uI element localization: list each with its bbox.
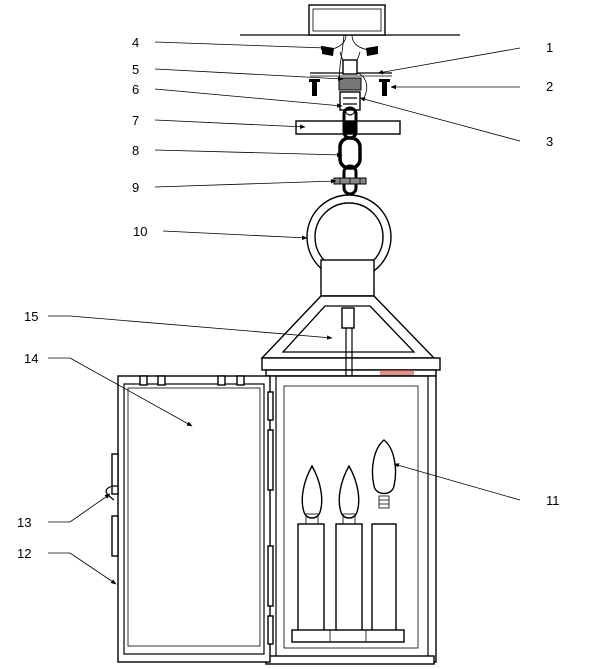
callout-6: 6 xyxy=(132,82,139,97)
callout-12: 12 xyxy=(17,546,31,561)
chain-collar xyxy=(333,177,367,185)
threaded-nipple-and-nut xyxy=(338,59,362,91)
mounting-screws xyxy=(309,79,390,96)
candle-sleeves xyxy=(291,523,405,643)
callout-9: 9 xyxy=(132,180,139,195)
callout-2: 2 xyxy=(546,79,553,94)
callout-3: 3 xyxy=(546,134,553,149)
callout-1: 1 xyxy=(546,40,553,55)
canopy xyxy=(295,120,401,135)
ceiling-junction-box xyxy=(240,4,460,36)
lantern-door-open xyxy=(105,375,274,663)
callout-15: 15 xyxy=(24,309,38,324)
leader-lines xyxy=(48,41,521,585)
callout-13: 13 xyxy=(17,515,31,530)
callout-4: 4 xyxy=(132,35,139,50)
callout-5: 5 xyxy=(132,62,139,77)
callout-14: 14 xyxy=(24,351,38,366)
callout-7: 7 xyxy=(132,113,139,128)
callout-8: 8 xyxy=(132,143,139,158)
candelabra-bulbs xyxy=(301,439,397,525)
callout-10: 10 xyxy=(133,224,147,239)
callout-11: 11 xyxy=(546,493,560,508)
lantern-roof xyxy=(260,259,441,377)
